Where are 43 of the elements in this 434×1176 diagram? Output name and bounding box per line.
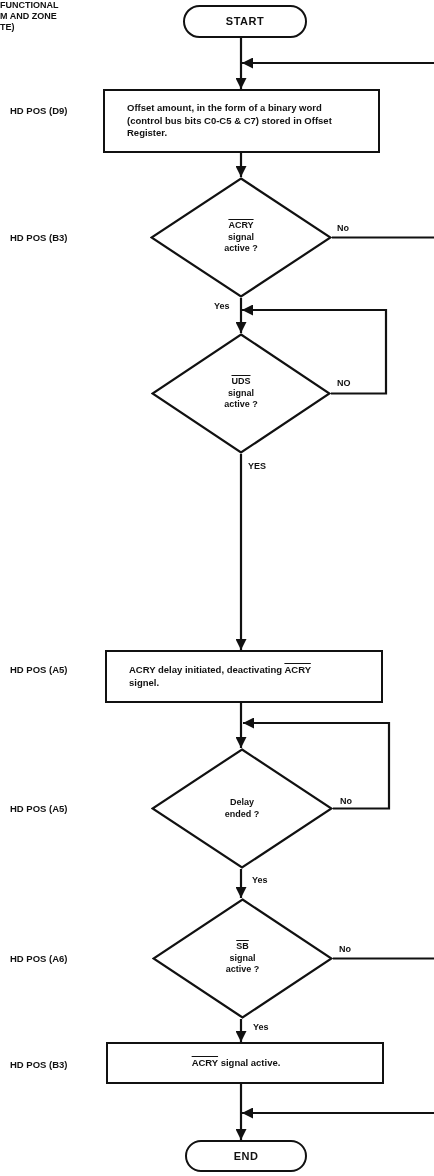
decision-diamond: [151, 333, 331, 454]
flow-arrow: [242, 57, 434, 69]
flow-arrow: [235, 153, 247, 177]
process-text: ACRY delay initiated, deactivating ACRY signel.: [128, 664, 312, 689]
decision-text: ACRY signal active ?: [223, 219, 259, 256]
decision-text: UDS signal active ?: [223, 375, 259, 412]
flow-arrow: [235, 38, 247, 89]
edge-label: NO: [336, 379, 352, 388]
position-label: HD POS (D9): [10, 105, 68, 116]
flow-arrow: [243, 717, 391, 810]
process-box: [106, 1042, 384, 1084]
edge-label: No: [336, 224, 350, 233]
flow-arrow: [242, 1107, 434, 1119]
decision-text: Delay ended ?: [223, 796, 261, 821]
position-label: HD POS (A5): [10, 803, 68, 814]
edge-label: No: [339, 797, 353, 806]
flow-arrow: [242, 304, 388, 395]
process-text: ACRY signal active.: [190, 1056, 282, 1070]
figure-note: FUNCTIONAL M AND ZONE TE): [0, 0, 60, 33]
edge-label: Yes: [213, 302, 231, 311]
decision-diamond: [152, 898, 333, 1019]
decision-text: SB signal active ?: [224, 940, 261, 977]
terminal-label: END: [233, 1148, 259, 1164]
position-label: HD POS (B3): [10, 1059, 68, 1070]
edge-label: Yes: [251, 876, 269, 885]
process-box: [103, 89, 380, 153]
edge-label: Yes: [252, 1023, 270, 1032]
flow-arrow: [235, 1019, 247, 1042]
position-label: HD POS (A5): [10, 664, 68, 675]
process-box: [105, 650, 383, 703]
flow-arrow: [235, 454, 247, 650]
position-label: HD POS (B3): [10, 232, 68, 243]
process-text: Offset amount, in the form of a binary word (control bus bits C0-C5 & C7) stored in Offset Register.: [126, 102, 333, 140]
edge-label: No: [338, 945, 352, 954]
position-label: HD POS (A6): [10, 953, 68, 964]
edge-label: YES: [247, 462, 267, 471]
flow-arrow: [235, 298, 247, 333]
flow-arrow: [235, 703, 247, 748]
flow-arrow: [235, 1084, 247, 1140]
flow-arrow: [235, 869, 247, 898]
decision-diamond: [150, 177, 332, 298]
terminal-label: START: [225, 14, 265, 29]
decision-diamond: [151, 748, 333, 869]
